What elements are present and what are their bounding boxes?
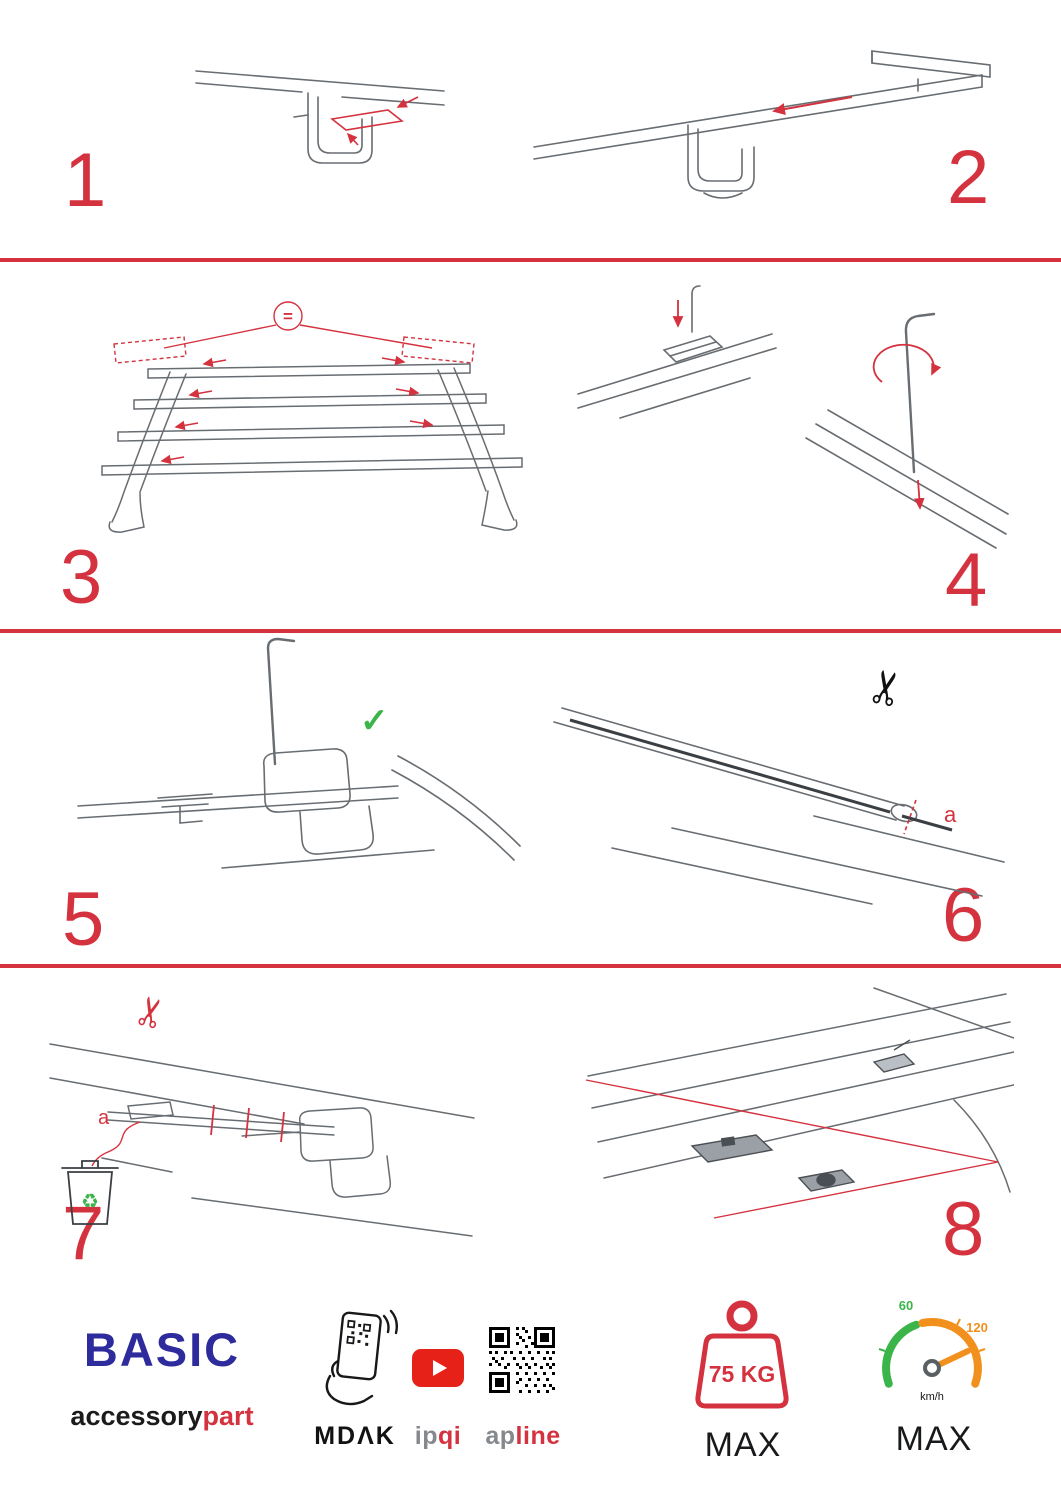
speedometer-icon: 60 120 km/h xyxy=(878,1298,988,1403)
scissors-icon: ✂ xyxy=(126,991,177,1035)
equal-spacing-label: = xyxy=(283,307,293,326)
cut-part-label: a xyxy=(944,802,957,827)
step-4-diagram xyxy=(577,285,1009,549)
section-divider-1 xyxy=(0,258,1061,262)
weight-value: 75 KG xyxy=(709,1361,775,1387)
weight-max-label: MAX xyxy=(704,1426,782,1464)
step-4-number: 4 xyxy=(945,538,988,623)
brand-title: BASIC xyxy=(83,1323,241,1376)
step-5-diagram: ✓ xyxy=(77,637,521,869)
step-3-number: 3 xyxy=(60,535,103,620)
brand-block: BASIC accessorypart xyxy=(62,1322,262,1432)
step-6-diagram: ✂ a xyxy=(553,666,1005,905)
speed-max-label: MAX xyxy=(895,1420,973,1458)
recycle-icon: ♻ xyxy=(81,1191,99,1213)
step-1-number: 1 xyxy=(64,138,107,223)
apline-accent: line xyxy=(515,1422,561,1450)
phone-qr-pattern xyxy=(346,1319,372,1346)
check-icon: ✓ xyxy=(360,702,389,740)
brand-subtitle-accent: part xyxy=(202,1401,254,1431)
speed-high-label: 120 xyxy=(966,1320,988,1335)
ipqi-primary: ip xyxy=(414,1422,438,1450)
phone-qr-scan-icon xyxy=(325,1309,398,1406)
apline-primary: ap xyxy=(485,1422,516,1450)
partner-ipqi-label: ipqi xyxy=(400,1422,476,1451)
qr-code xyxy=(489,1327,555,1393)
step-5-number: 5 xyxy=(62,877,105,962)
brand-subtitle-primary: accessory xyxy=(70,1401,203,1431)
speed-limit-block: 60 120 km/h MAX xyxy=(870,1294,998,1459)
speed-unit-label: km/h xyxy=(920,1391,944,1403)
step-1-diagram xyxy=(195,70,445,164)
step-2-diagram xyxy=(533,50,991,199)
speed-low-label: 60 xyxy=(899,1298,913,1313)
section-divider-2 xyxy=(0,629,1061,633)
step-7-number: 7 xyxy=(62,1191,105,1276)
step-8-diagram xyxy=(585,987,1014,1219)
weight-limit-block: 75 KG MAX xyxy=(680,1296,806,1465)
step-6-number: 6 xyxy=(942,873,985,958)
step-3-diagram: = xyxy=(101,301,523,533)
step-2-number: 2 xyxy=(947,135,990,220)
partner-mdak-label: MDΛK xyxy=(314,1422,396,1450)
step-7-diagram: ✂ a ♻ xyxy=(49,991,475,1237)
partner-apline-label: apline xyxy=(474,1422,572,1451)
step-8-number: 8 xyxy=(942,1187,985,1272)
section-divider-3 xyxy=(0,964,1061,968)
cut-part-label: a xyxy=(98,1107,110,1129)
youtube-icon xyxy=(412,1349,464,1387)
ipqi-accent: qi xyxy=(438,1422,462,1450)
trash-bin-icon xyxy=(61,1160,119,1225)
scissors-icon: ✂ xyxy=(857,666,916,712)
weight-icon: 75 KG xyxy=(695,1300,789,1409)
brand-subtitle: accessorypart xyxy=(62,1401,262,1432)
